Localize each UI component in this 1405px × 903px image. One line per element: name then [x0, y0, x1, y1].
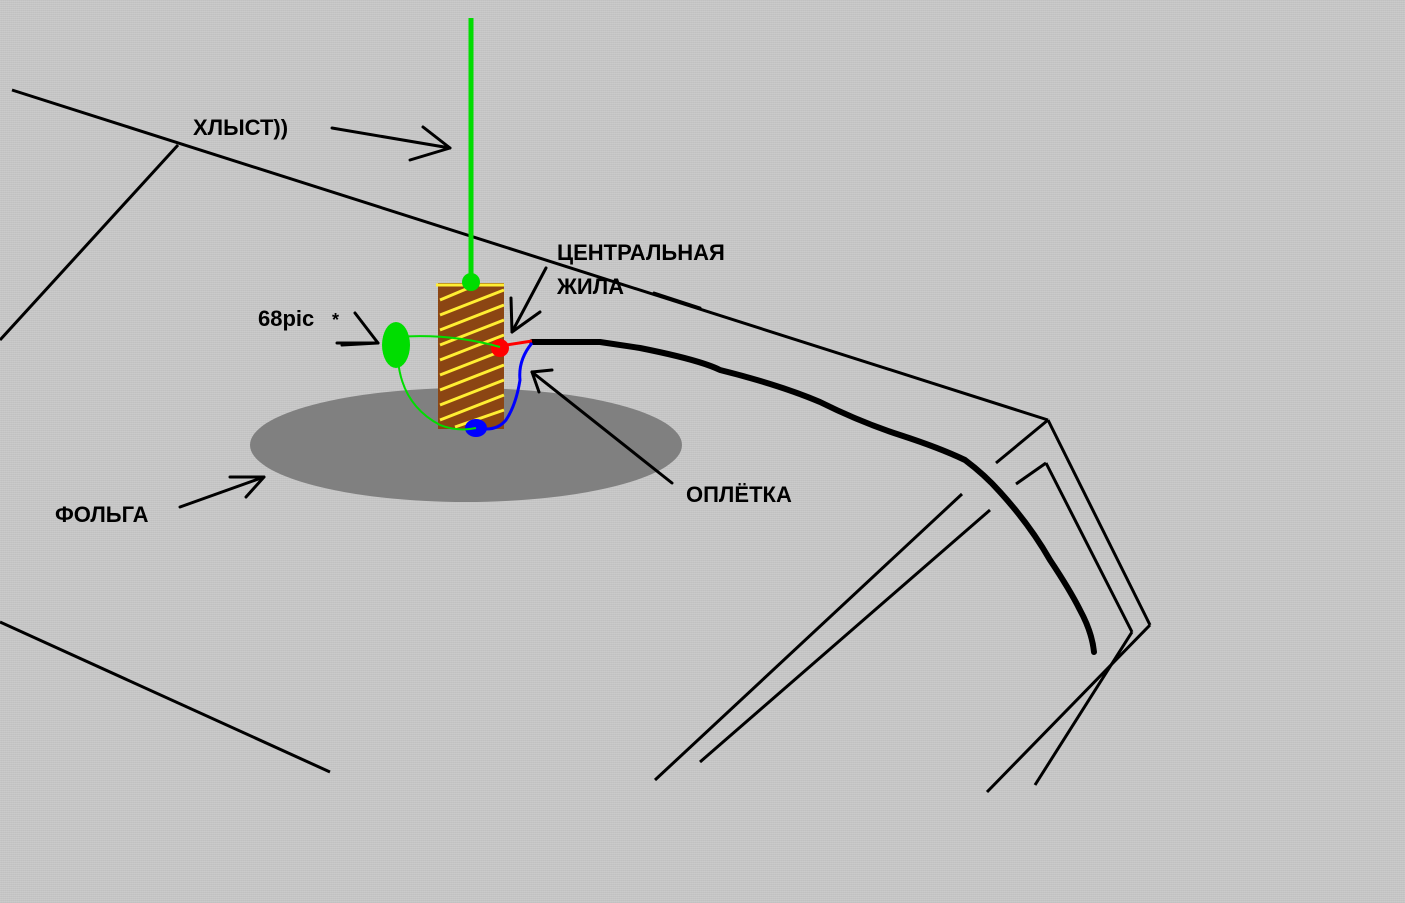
car-outline [0, 88, 1152, 794]
rear-pillar-inner-line [1044, 462, 1134, 633]
rear-pillar-inner-down-line [1033, 631, 1134, 786]
whip-arrow [330, 125, 452, 162]
lower-left-line [0, 620, 331, 774]
loading-coil [436, 273, 505, 429]
rear-pillar-outer-down-line [985, 623, 1152, 794]
roof-edge-line [11, 88, 1049, 422]
foil-plate [250, 388, 682, 502]
braid-wire [477, 342, 534, 431]
center-core-label-line1: ЦЕНТРАЛЬНАЯ [557, 240, 725, 265]
whip-label: ХЛЫСТ)) [193, 115, 288, 140]
capacitor-lead-bottom [397, 359, 477, 431]
rear-window-right-line [699, 508, 991, 764]
braid-arrow [530, 368, 674, 485]
center-core-arrow [509, 266, 548, 334]
windshield-left-line [0, 143, 180, 342]
roof-corner-short-line [995, 418, 1049, 465]
capacitor-arrow [335, 311, 380, 347]
rear-window-left-line [653, 492, 964, 782]
capacitor-label: 68pic [258, 306, 314, 331]
capacitor-star-label: * [332, 310, 339, 330]
center-core-leader-line [652, 291, 702, 310]
rear-pillar-outer-line [1046, 419, 1152, 626]
capacitor [382, 322, 410, 368]
whip-contact-dot [462, 273, 480, 291]
pointer-arrows [178, 125, 702, 509]
rear-pillar-inner-top-line [1015, 461, 1047, 486]
coax-cable [529, 339, 1097, 655]
foil-arrow [178, 475, 266, 509]
center-core-label-line2: ЖИЛА [556, 274, 624, 299]
braid-label: ОПЛЁТКА [686, 482, 792, 507]
center-core-contact [491, 339, 509, 357]
foil-label: ФОЛЬГА [55, 502, 149, 527]
